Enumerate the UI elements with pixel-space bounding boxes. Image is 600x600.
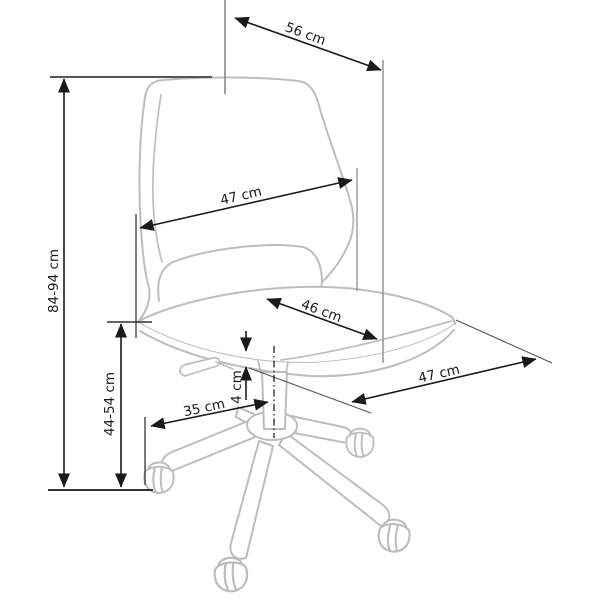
- tilt-lever-stem: [215, 361, 234, 370]
- dim-arrow-seat-width: [351, 356, 537, 405]
- caster-left: [143, 461, 175, 494]
- seat-seam: [280, 320, 452, 361]
- base-leg-right: [289, 416, 352, 443]
- caster-right: [345, 427, 375, 458]
- label-seat-width: 47 cm: [417, 362, 462, 387]
- label-depth: 56 cm: [283, 20, 328, 49]
- dim-arrow-seat-depth: [266, 297, 378, 341]
- seat-back-edge: [136, 285, 456, 324]
- base-leg-front-outline: [229, 440, 274, 560]
- ext-seat-width-right: [455, 319, 553, 364]
- label-seat-height: 44-54 cm: [102, 372, 118, 436]
- seat-front-edge: [136, 321, 456, 365]
- lumbar-cushion-outline: [157, 244, 323, 302]
- base-leg-front: [230, 441, 273, 559]
- ext-seat-width-left: [248, 367, 372, 414]
- caster-front: [212, 555, 250, 594]
- backrest-outline: [137, 76, 355, 323]
- seat-underside-edge: [139, 329, 455, 378]
- label-base-radius: 35 cm: [182, 396, 226, 420]
- dimension-arrows: [57, 16, 537, 488]
- dim-arrow-base-radius: [150, 398, 269, 430]
- dim-arrow-depth: [234, 16, 382, 72]
- base-leg-left: [161, 419, 255, 473]
- extension-lines: [48, 0, 553, 491]
- label-cushion-thickness: 4 cm: [229, 370, 245, 403]
- tilt-lever: [180, 357, 220, 376]
- dim-arrow-backrest-width: [139, 177, 353, 231]
- label-height: 84-94 cm: [46, 249, 62, 313]
- tilt-lever-outline: [179, 357, 221, 377]
- base-leg-front-right: [279, 433, 390, 526]
- chair-drawing: [136, 76, 456, 594]
